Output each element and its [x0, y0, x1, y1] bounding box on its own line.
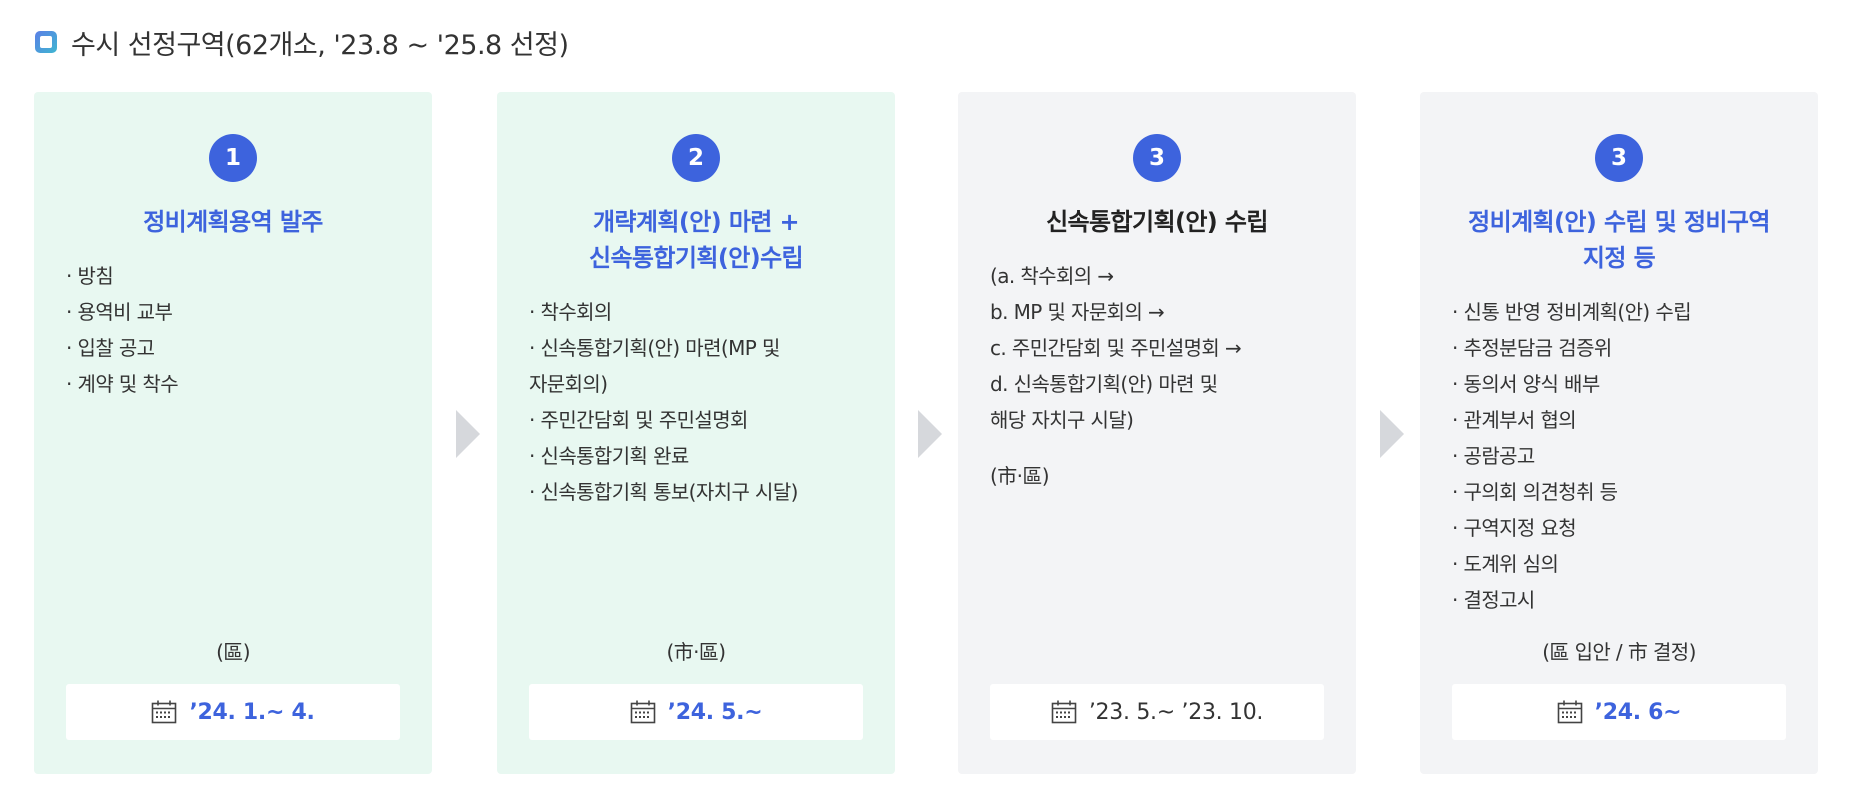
step-items: (a. 착수회의 → b. MP 및 자문회의 → c. 주민간담회 및 주민설… — [990, 258, 1334, 438]
list-item: · 신속통합기획 통보(자치구 시달) — [529, 480, 798, 504]
step-date: ’24. 6~ — [1594, 699, 1682, 725]
step-date: ’23. 5.~ ’23. 10. — [1088, 699, 1264, 725]
list-item: · 도계위 심의 — [1452, 552, 1559, 576]
step-date-box: ’24. 5.~ — [529, 684, 863, 740]
step-card-2: 2 개략계획(안) 마련 + 신속통합기획(안)수립 · 착수회의 · 신속통합… — [497, 92, 895, 774]
step-items: · 착수회의 · 신속통합기획(안) 마련(MP 및 자문회의) · 주민간담회… — [529, 294, 873, 510]
step-number-badge: 1 — [209, 134, 257, 182]
step-title: 신속통합기획(안) 수립 — [1046, 208, 1268, 236]
list-item: · 방침 — [66, 264, 114, 288]
square-bullet-icon — [35, 31, 57, 53]
list-item: 자문회의) — [529, 372, 608, 396]
step-title: 개략계획(안) 마련 + 신속통합기획(안)수립 — [588, 208, 804, 272]
list-item: · 구역지정 요청 — [1452, 516, 1577, 540]
list-item: · 용역비 교부 — [66, 300, 173, 324]
calendar-icon — [1051, 700, 1077, 724]
arrow-right-icon — [918, 410, 942, 458]
step-number-badge: 3 — [1595, 134, 1643, 182]
calendar-icon — [1557, 700, 1582, 724]
step-card-4: 3 정비계획(안) 수립 및 정비구역 지정 등 · 신통 반영 정비계획(안)… — [1420, 92, 1818, 774]
step-title: 정비계획(안) 수립 및 정비구역 지정 등 — [1468, 208, 1770, 272]
list-item: · 신통 반영 정비계획(안) 수립 — [1452, 300, 1692, 324]
step-card-3: 3 신속통합기획(안) 수립 (a. 착수회의 → b. MP 및 자문회의 →… — [958, 92, 1356, 774]
step-organization: (市·區) — [666, 640, 727, 664]
list-item: · 신속통합기획(안) 마련(MP 및 — [529, 336, 780, 360]
calendar-icon — [152, 700, 177, 724]
step-date: ’24. 1.~ 4. — [189, 699, 315, 725]
step-organization: (區) — [216, 640, 250, 664]
list-item: · 관계부서 협의 — [1452, 408, 1577, 432]
step-organization: (市·區) — [990, 464, 1050, 488]
arrow-right-icon — [456, 410, 480, 458]
list-item: 해당 자치구 시달) — [990, 408, 1134, 432]
list-item: · 결정고시 — [1452, 588, 1535, 612]
section-title: 수시 선정구역(62개소, '23.8 ~ '25.8 선정) — [35, 24, 569, 61]
list-item: · 추정분담금 검증위 — [1452, 336, 1612, 360]
list-item: · 주민간담회 및 주민설명회 — [529, 408, 748, 432]
list-item: · 착수회의 — [529, 300, 612, 324]
calendar-icon — [630, 700, 655, 724]
step-title: 정비계획용역 발주 — [143, 208, 323, 236]
step-organization: (區 입안 / 市 결정) — [1542, 640, 1696, 664]
list-item: · 신속통합기획 완료 — [529, 444, 689, 468]
list-item: b. MP 및 자문회의 → — [990, 300, 1165, 324]
step-items: · 방침 · 용역비 교부 · 입찰 공고 · 계약 및 착수 — [66, 258, 410, 402]
list-item: · 공람공고 — [1452, 444, 1535, 468]
step-number-badge: 3 — [1133, 134, 1181, 182]
step-date: ’24. 5.~ — [667, 699, 763, 725]
step-card-1: 1 정비계획용역 발주 · 방침 · 용역비 교부 · 입찰 공고 · 계약 및… — [34, 92, 432, 774]
list-item: d. 신속통합기획(안) 마련 및 — [990, 372, 1218, 396]
list-item: · 구의회 의견청취 등 — [1452, 480, 1618, 504]
list-item: · 입찰 공고 — [66, 336, 155, 360]
step-items: · 신통 반영 정비계획(안) 수립 · 추정분담금 검증위 · 동의서 양식 … — [1452, 294, 1796, 618]
step-date-box: ’24. 1.~ 4. — [66, 684, 400, 740]
section-title-text: 수시 선정구역(62개소, '23.8 ~ '25.8 선정) — [71, 29, 569, 61]
list-item: c. 주민간담회 및 주민설명회 → — [990, 336, 1242, 360]
arrow-right-icon — [1380, 410, 1404, 458]
list-item: (a. 착수회의 → — [990, 264, 1114, 288]
list-item: · 계약 및 착수 — [66, 372, 179, 396]
step-number-badge: 2 — [672, 134, 720, 182]
step-date-box: ’24. 6~ — [1452, 684, 1786, 740]
list-item: · 동의서 양식 배부 — [1452, 372, 1600, 396]
step-date-box: ’23. 5.~ ’23. 10. — [990, 684, 1324, 740]
